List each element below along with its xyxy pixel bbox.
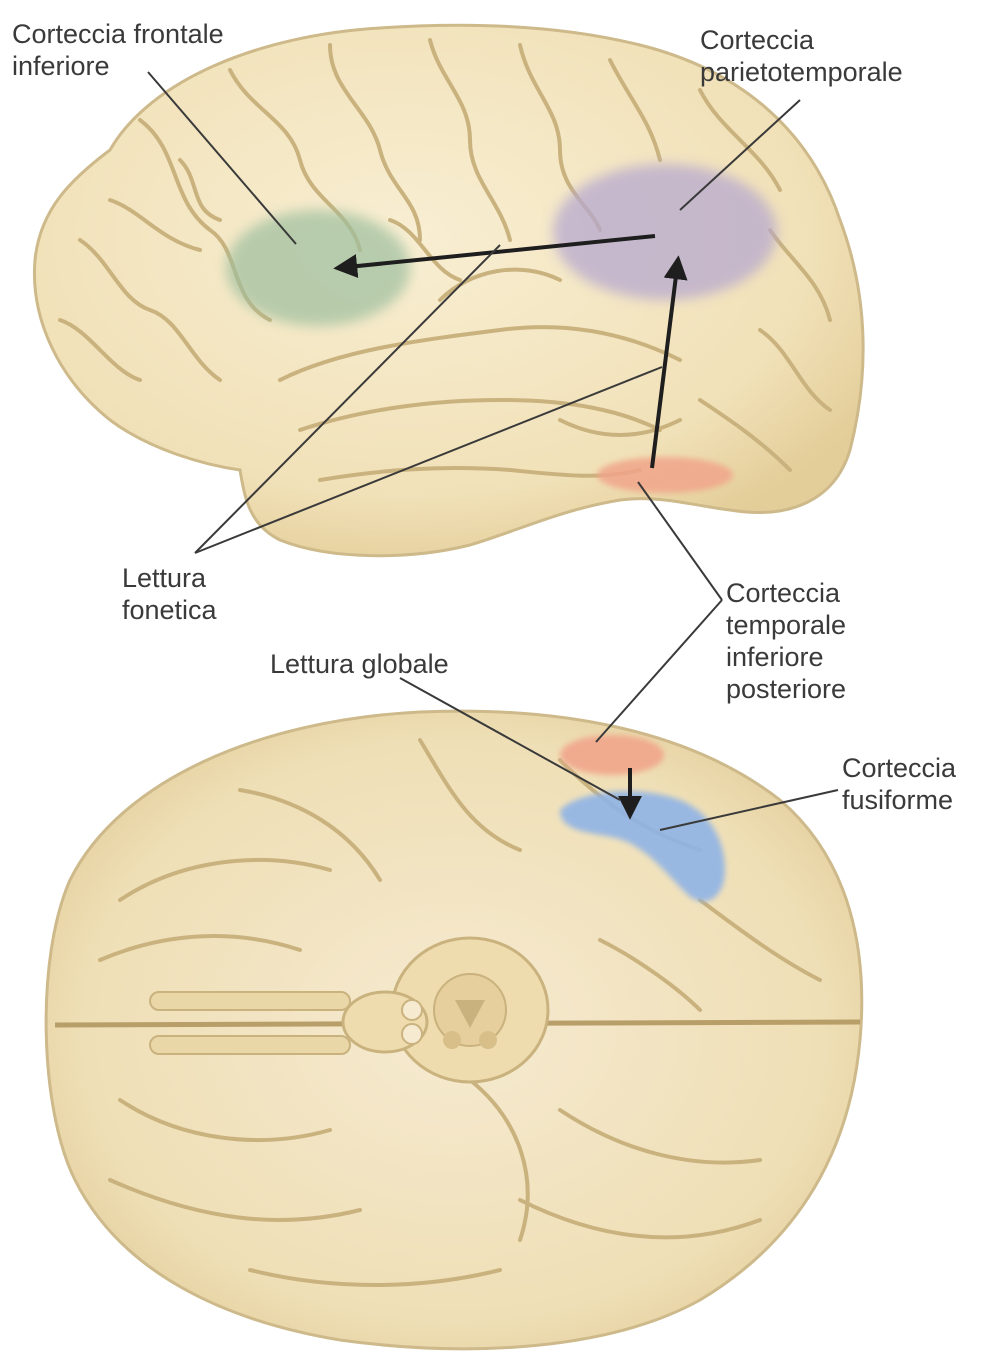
label-global-reading: Lettura globale <box>270 648 449 680</box>
posterior-inferior-temporal-cortex-region-ventral <box>560 735 664 775</box>
label-line: inferiore <box>12 50 224 82</box>
label-line: Lettura globale <box>270 648 449 680</box>
parietotemporal-cortex-region <box>553 164 777 300</box>
label-line: posteriore <box>726 673 846 705</box>
label-line: Corteccia <box>842 752 956 784</box>
label-line: fonetica <box>122 594 217 626</box>
label-posterior-inferior-temporal-cortex: Corteccia temporale inferiore posteriore <box>726 577 846 705</box>
lateral-brain-view <box>34 25 863 555</box>
ventral-brain-view <box>46 711 862 1349</box>
label-line: temporale <box>726 609 846 641</box>
label-line: parietotemporale <box>700 56 903 88</box>
label-line: Lettura <box>122 562 217 594</box>
leader-temporal-ventral <box>596 600 722 742</box>
label-fusiform-cortex: Corteccia fusiforme <box>842 752 956 816</box>
label-line: fusiforme <box>842 784 956 816</box>
label-line: Corteccia <box>726 577 846 609</box>
label-inferior-frontal-cortex: Corteccia frontale inferiore <box>12 18 224 82</box>
label-phonetic-reading: Lettura fonetica <box>122 562 217 626</box>
label-line: Corteccia <box>700 24 903 56</box>
inferior-frontal-cortex-region <box>226 210 410 326</box>
label-line: inferiore <box>726 641 846 673</box>
posterior-inferior-temporal-cortex-region-lateral <box>597 457 733 493</box>
label-parietotemporal-cortex: Corteccia parietotemporale <box>700 24 903 88</box>
label-line: Corteccia frontale <box>12 18 224 50</box>
